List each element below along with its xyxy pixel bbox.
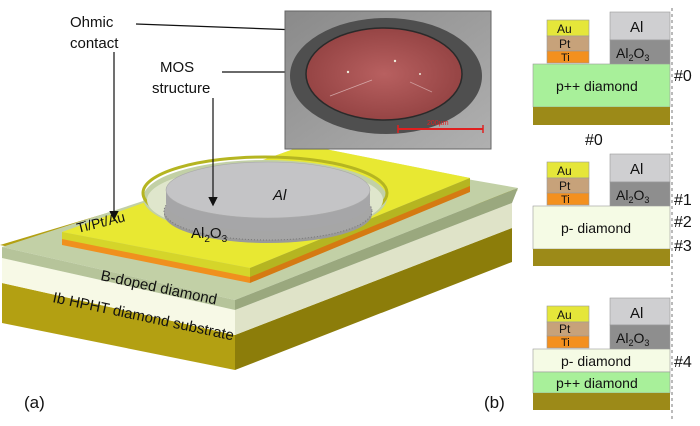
ti-edge-front <box>62 238 250 283</box>
stack0-pt: Pt <box>559 37 571 51</box>
stack1-pt: Pt <box>559 179 571 193</box>
stack-0: Au Pt Ti Al Al2O3 p++ diamond <box>532 11 671 125</box>
stack2-ti: Ti <box>561 337 570 349</box>
marker-3: #3 <box>674 238 692 255</box>
stack1-ti: Ti <box>561 194 570 206</box>
marker-4: #4 <box>674 354 692 371</box>
stack2-pt: Pt <box>559 322 571 336</box>
stack2-layer-bottom: p++ diamond <box>556 375 638 391</box>
panel-b-label: (b) <box>484 393 505 412</box>
ohmic-callout-line1: Ohmic <box>70 14 114 31</box>
panel-b: Au Pt Ti Al Al2O3 p++ diamond Au Pt Ti A… <box>484 8 692 420</box>
stack0-layer: p++ diamond <box>556 78 638 94</box>
stack2-al: Al <box>630 305 643 322</box>
stack2-au: Au <box>557 308 572 322</box>
ohmic-arrow-top <box>135 23 301 35</box>
green-slab-front <box>2 247 235 310</box>
stack0-oxide: Al2O3 <box>616 45 649 63</box>
stack0-ti: Ti <box>561 52 570 64</box>
marker-0-top: #0 <box>674 68 692 85</box>
scale-bar-text: 200µm <box>427 120 449 127</box>
substrate-front-face <box>2 283 235 370</box>
panel-a: Al Al2O3 Ti/Pt/Au B-doped diamond Ib HPH… <box>0 10 518 412</box>
stack-1: Au Pt Ti Al Al2O3 p- diamond <box>532 153 671 266</box>
gate-label: Al <box>272 187 287 204</box>
marker-0-mid: #0 <box>585 132 603 149</box>
mos-callout-line1: MOS <box>160 59 194 76</box>
stack2-layer-top: p- diamond <box>561 353 631 369</box>
white-band-front <box>2 258 235 335</box>
stack1-oxide: Al2O3 <box>616 187 649 205</box>
substrate-side-face <box>235 228 512 370</box>
panel-a-label: (a) <box>24 393 45 412</box>
marker-1: #1 <box>674 192 692 209</box>
white-band-side <box>235 203 512 335</box>
contact-frame-front <box>62 232 250 277</box>
gate-top <box>165 161 371 219</box>
stack-2: Au Pt Ti Al Al2O3 p- diamond p++ diamond <box>532 297 671 410</box>
ohmic-callout-line2: contact <box>70 35 119 52</box>
sem-inset: 200µm <box>284 10 492 150</box>
oxide-label: Al2O3 <box>191 225 228 245</box>
marker-2: #2 <box>674 214 692 231</box>
stack1-al: Al <box>630 161 643 178</box>
stack0-al: Al <box>630 19 643 36</box>
green-slab-side <box>235 188 518 310</box>
stack2-oxide: Al2O3 <box>616 330 649 348</box>
mos-callout-line2: structure <box>152 80 210 97</box>
stack0-au: Au <box>557 22 572 36</box>
stack1-layer: p- diamond <box>561 220 631 236</box>
stack1-au: Au <box>557 164 572 178</box>
ti-edge-side <box>250 185 470 283</box>
